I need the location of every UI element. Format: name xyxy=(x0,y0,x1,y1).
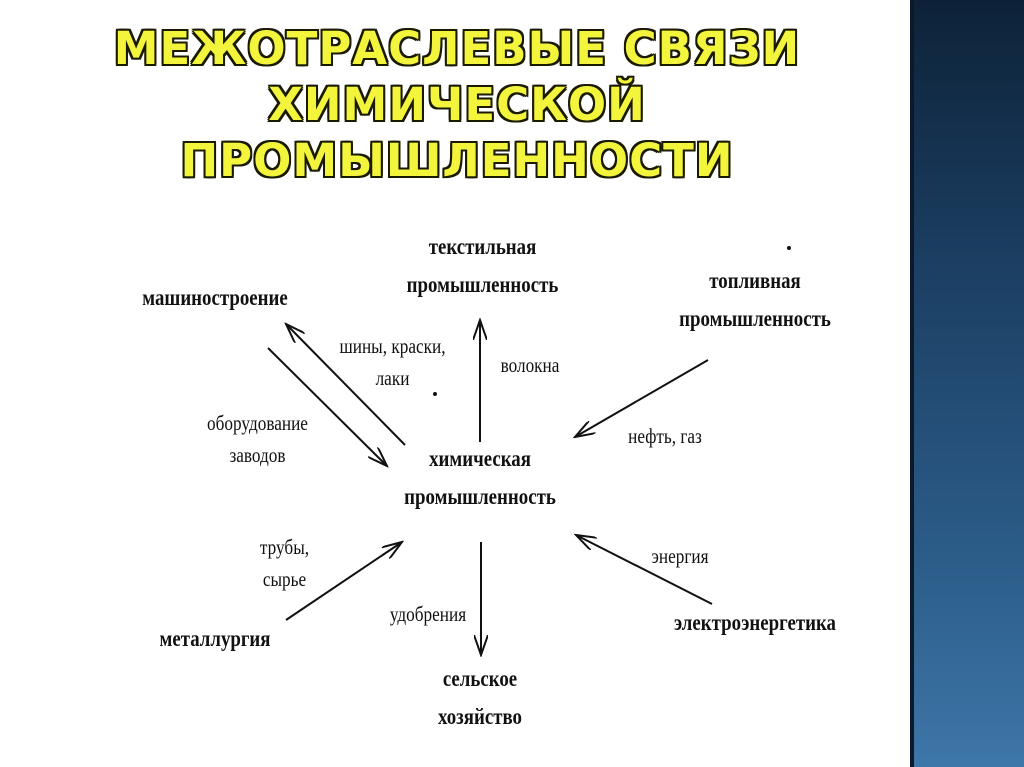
arrow-from-fuel xyxy=(575,359,709,437)
edge-label-from-machine-line1: оборудование xyxy=(207,411,308,435)
edge-label-from-metallurgy-line2: сырье xyxy=(262,567,307,591)
edge-label-to-machine-line1: шины, краски, xyxy=(339,334,446,358)
node-chemical-industry-line1: химическая xyxy=(429,446,531,471)
stray-dot xyxy=(787,246,791,250)
edge-label-to-machine-line2: лаки xyxy=(375,366,410,390)
node-textile-industry: текстильная промышленность xyxy=(403,228,563,304)
edge-label-to-textile-line1: волокна xyxy=(500,353,560,377)
slide-title-line-3: ПРОМЫШЛЕННОСТИ xyxy=(180,134,734,187)
edge-label-to-agriculture-line1: удобрения xyxy=(389,602,467,626)
node-machine-building-line1: машиностроение xyxy=(142,285,288,310)
edge-label-from-electro: энергия xyxy=(639,540,721,572)
node-electro-energy-line1: электроэнергетика xyxy=(673,610,836,635)
node-fuel-industry: топливная промышленность xyxy=(669,262,841,338)
node-metallurgy-line1: металлургия xyxy=(159,626,271,651)
node-fuel-industry-line1: топливная xyxy=(709,268,801,293)
arrow-from-machine xyxy=(267,347,387,466)
edge-label-to-machine: шины, краски, лаки xyxy=(329,330,456,394)
node-agriculture-line1: сельское xyxy=(442,666,518,691)
node-agriculture: сельское хозяйство xyxy=(423,660,538,736)
edge-label-from-electro-line1: энергия xyxy=(651,544,709,568)
edge-label-to-textile: волокна xyxy=(489,349,571,381)
edge-label-from-metallurgy-line1: трубы, xyxy=(259,535,310,559)
arrow-from-electro xyxy=(576,535,713,605)
arrow-to-machine xyxy=(286,324,406,446)
node-textile-industry-line1: текстильная xyxy=(428,234,537,259)
node-fuel-industry-line2: промышленность xyxy=(679,306,831,331)
stray-dot xyxy=(433,392,437,396)
edge-label-to-agriculture: удобрения xyxy=(383,598,473,630)
slide-title-line-1: МЕЖОТРАСЛЕВЫЕ СВЯЗИ xyxy=(113,22,801,75)
edge-label-from-fuel-line1: нефть, газ xyxy=(628,424,702,448)
slide-side-border xyxy=(910,0,914,767)
arrow-from-metallurgy xyxy=(285,542,402,621)
node-electro-energy: электроэнергетика xyxy=(661,604,850,642)
node-metallurgy: металлургия xyxy=(145,620,284,658)
slide-side-panel xyxy=(914,0,1024,767)
edge-label-from-machine: оборудование заводов xyxy=(194,407,321,471)
edge-label-from-metallurgy: трубы, сырье xyxy=(246,531,324,595)
edge-label-from-fuel: нефть, газ xyxy=(616,420,714,452)
connections-diagram xyxy=(267,0,713,767)
node-agriculture-line2: хозяйство xyxy=(438,704,522,729)
node-textile-industry-line2: промышленность xyxy=(406,272,559,297)
edge-label-from-machine-line2: заводов xyxy=(229,443,286,467)
slide-title-line-2: ХИМИЧЕСКОЙ xyxy=(268,78,646,131)
node-machine-building: машиностроение xyxy=(129,279,301,317)
node-chemical-industry-line2: промышленность xyxy=(404,484,556,509)
node-chemical-industry: химическая промышленность xyxy=(402,440,558,516)
